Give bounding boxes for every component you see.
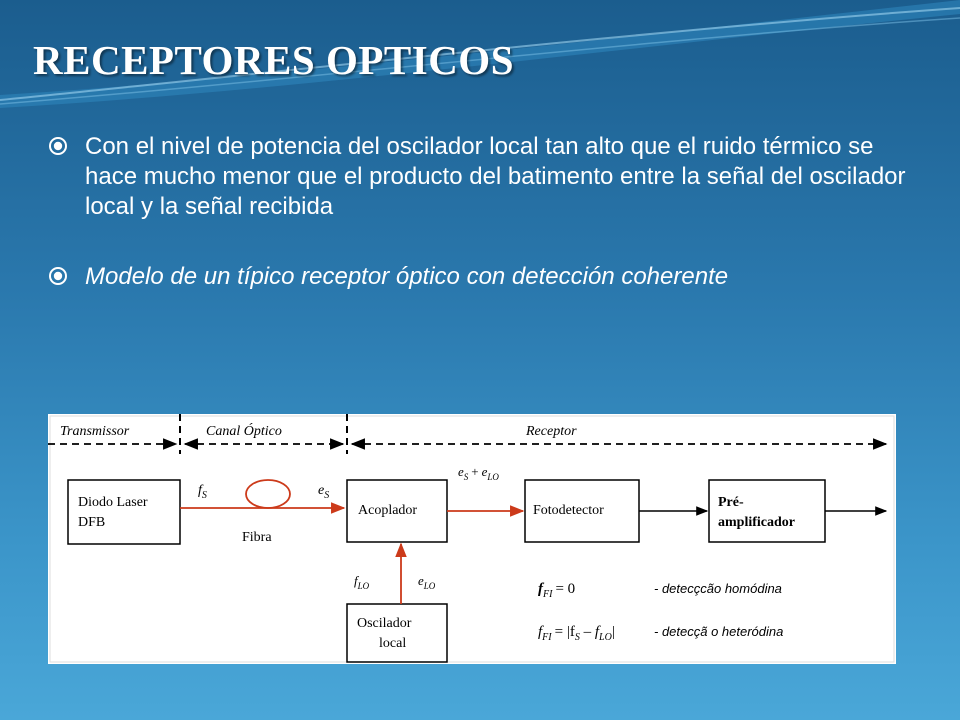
label-es: eS	[318, 483, 329, 501]
diagram-frame	[49, 415, 895, 663]
preamplifier-label-line2: amplificador	[718, 515, 795, 530]
laser-label-line2: DFB	[78, 515, 105, 530]
laser-label-line1: Diodo Laser	[78, 495, 148, 510]
preamplifier-block	[708, 479, 826, 543]
fiber-coil-icon	[245, 479, 291, 509]
photodetector-block	[524, 479, 640, 543]
oscillator-label-line2: local	[379, 636, 406, 651]
label-fs: fS	[198, 483, 207, 501]
section-label-receptor: Receptor	[525, 424, 577, 439]
bullet-list: Con el nivel de potencia del oscilador l…	[48, 132, 918, 292]
bullet-text: Modelo de un típico receptor óptico con …	[85, 263, 729, 290]
homodyne-description: - detecçcão homódina	[654, 581, 782, 596]
coupler-label: Acoplador	[358, 503, 417, 518]
slide-title: RECEPTORES OPTICOS	[33, 37, 515, 83]
label-es-plus-elo: eS+eLO	[458, 464, 499, 482]
bullet-text: Con el nivel de potencia del oscilador l…	[85, 133, 906, 220]
heterodyne-equation: fFI= |fS – fLO|	[538, 624, 615, 643]
section-label-transmissor: Transmissor	[60, 424, 130, 439]
preamplifier-label-line1: Pré-	[718, 495, 744, 510]
heterodyne-description: - detecçã o heteródina	[654, 624, 783, 639]
homodyne-equation: fFI= 0	[538, 581, 575, 600]
circle-bullet-icon	[49, 267, 67, 285]
fiber-label: Fibra	[242, 530, 272, 545]
label-flo: fLO	[354, 573, 370, 591]
circle-bullet-icon	[49, 137, 67, 155]
coupler-block	[346, 479, 448, 543]
bullet-item: Modelo de un típico receptor óptico con …	[48, 262, 918, 292]
receiver-diagram: Transmissor Canal Óptico Receptor Diodo …	[48, 414, 896, 664]
laser-block	[67, 479, 181, 545]
oscillator-label-line1: Oscilador	[357, 616, 412, 631]
section-label-canal: Canal Óptico	[206, 422, 282, 439]
receiver-diagram-svg: Transmissor Canal Óptico Receptor Diodo …	[48, 414, 895, 663]
oscillator-block	[346, 603, 448, 663]
header-swoosh-decoration	[0, 0, 960, 108]
photodetector-label: Fotodetector	[533, 503, 604, 518]
label-elo: eLO	[418, 573, 436, 591]
bullet-item: Con el nivel de potencia del oscilador l…	[48, 132, 918, 222]
